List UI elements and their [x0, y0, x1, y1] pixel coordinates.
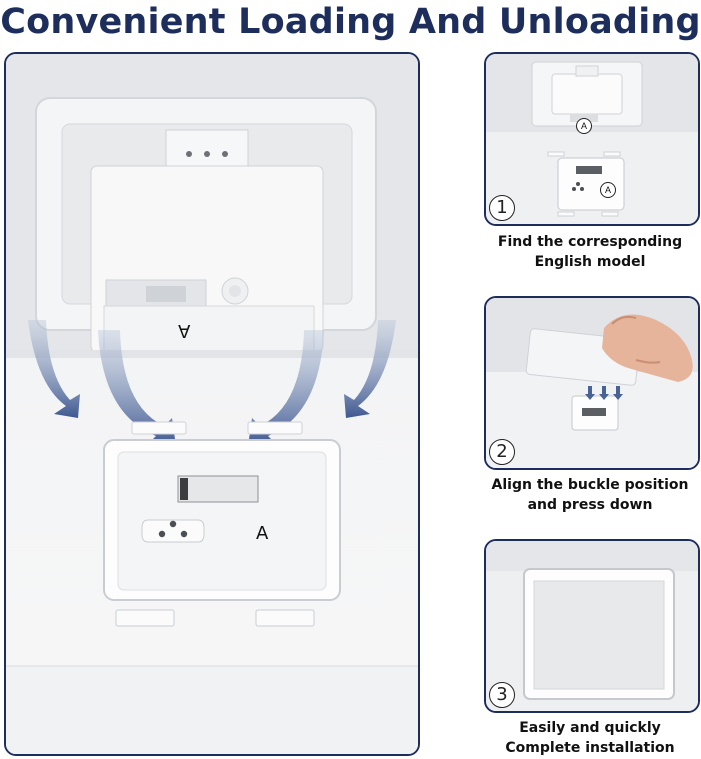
step-2-caption-line2: and press down [527, 497, 653, 513]
step-2-image: 2 [484, 296, 700, 470]
step-2-number: 2 [489, 439, 515, 465]
step-2-caption: Align the buckle position and press down [474, 475, 701, 515]
step-1-image: A A 1 [484, 52, 700, 226]
step-3-number: 3 [489, 682, 515, 708]
step-2-illustration [486, 298, 698, 468]
step-3-caption-line2: Complete installation [505, 740, 675, 756]
lid-marker-label: A [178, 320, 191, 341]
step-3-illustration [486, 541, 698, 711]
step-1-caption: Find the corresponding English model [474, 232, 701, 272]
step-1-lid-marker: A [576, 118, 592, 134]
page-title: Convenient Loading And Unloading [0, 2, 701, 42]
step-3-caption-line1: Easily and quickly [519, 720, 661, 736]
step-1-caption-line2: English model [534, 254, 646, 270]
step-1-caption-line1: Find the corresponding [497, 234, 683, 250]
step-3-caption: Easily and quickly Complete installation [474, 718, 701, 758]
socket-cover-illustration [6, 54, 418, 754]
step-3-image: 3 [484, 539, 700, 713]
main-product-image: A A [4, 52, 420, 756]
step-2-caption-line1: Align the buckle position [491, 477, 689, 493]
socket-marker-label: A [256, 523, 269, 544]
step-1-illustration [486, 54, 698, 224]
step-1-number: 1 [489, 195, 515, 221]
step-1-socket-marker: A [600, 182, 616, 198]
